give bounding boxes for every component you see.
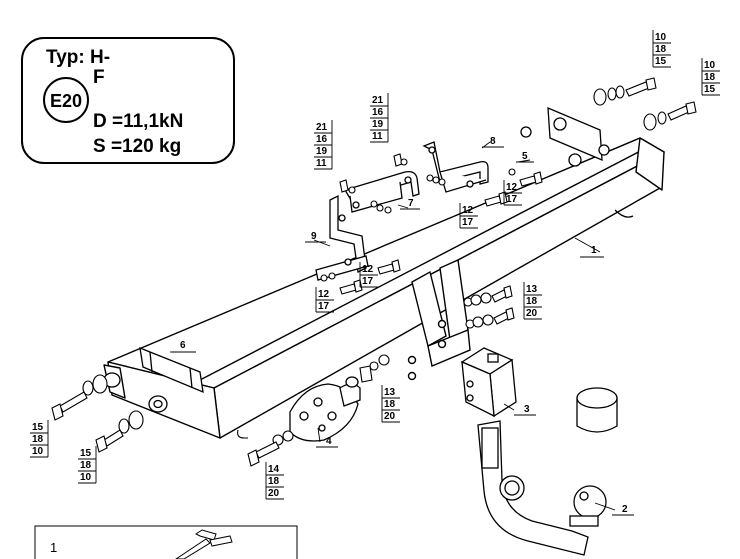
plate-type-text: Typ: H-	[46, 47, 110, 68]
fastener-stacks: 10 18 15 10 18 15 21 16 19 11	[30, 30, 720, 500]
stack-value: 18	[268, 476, 280, 487]
side-bracket-9	[315, 194, 369, 281]
stack-value: 15	[80, 448, 92, 459]
callout-7: 7	[408, 198, 414, 209]
stack-value: 18	[526, 296, 538, 307]
e-mark-text: E20	[50, 91, 82, 111]
inset-label: 1	[50, 540, 57, 555]
socket-plate-4	[289, 376, 361, 442]
stack-value: 13	[526, 284, 538, 295]
center-mount-plate	[407, 258, 471, 381]
stack-13-18-20-middle: 13 18 20	[381, 385, 400, 423]
fasteners	[51, 77, 697, 467]
stack-12-17-d: 12 17	[315, 287, 334, 313]
plate-type-redaction	[128, 50, 156, 64]
part-callouts: 1 2 3 4 5 6 7 8 9	[172, 136, 634, 516]
stack-value: 10	[80, 472, 92, 483]
stack-value: 18	[704, 72, 716, 83]
stack-value: 12	[318, 289, 330, 300]
stack-14-18-20: 14 18 20	[265, 462, 284, 500]
socket-block-3	[460, 347, 517, 418]
stack-value: 20	[384, 411, 396, 422]
stack-top-right-1: 10 18 15	[652, 30, 671, 68]
stack-top-right-2: 10 18 15	[701, 58, 720, 96]
stack-value: 18	[384, 399, 396, 410]
stack-value: 15	[704, 84, 716, 95]
stack-value: 18	[80, 460, 92, 471]
stack-value: 19	[316, 146, 328, 157]
type-plate: Typ: H- F E20 D =11,1kN S =120 kg	[21, 37, 235, 164]
ball-cap	[576, 387, 618, 433]
callout-6: 6	[180, 340, 186, 351]
stack-value: 16	[316, 134, 328, 145]
side-bracket-7	[344, 170, 420, 213]
stack-value: 14	[268, 464, 280, 475]
stack-value: 17	[318, 301, 330, 312]
stack-value: 19	[372, 119, 384, 130]
stack-value: 15	[655, 56, 667, 67]
stack-value: 20	[526, 308, 538, 319]
stack-12-17-b: 12 17	[459, 203, 478, 229]
stack-value: 10	[32, 446, 44, 457]
stack-value: 17	[506, 194, 518, 205]
stack-value: 10	[655, 32, 667, 43]
stack-value: 11	[372, 131, 383, 142]
callout-3: 3	[524, 404, 530, 415]
stack-value: 12	[362, 264, 374, 275]
stack-value: 12	[462, 205, 474, 216]
stack-value: 10	[704, 60, 716, 71]
stack-15-18-10-left-b: 15 18 10	[78, 446, 97, 484]
plate-s-value: S =120 kg	[93, 136, 181, 157]
stack-value: 15	[32, 422, 44, 433]
stack-value: 21	[316, 122, 328, 133]
stack-15-18-10-left-a: 15 18 10	[30, 420, 49, 458]
stack-value: 20	[268, 488, 280, 499]
side-bracket-8	[422, 141, 489, 193]
stack-value: 17	[462, 217, 474, 228]
stack-value: 13	[384, 387, 396, 398]
inset-detail-box: 1	[34, 525, 298, 559]
stack-12-17-a: 12 17	[503, 180, 522, 206]
callout-1: 1	[591, 245, 597, 256]
e-mark-circle	[43, 77, 89, 123]
plate-d-value: D =11,1kN	[93, 111, 183, 132]
callout-2: 2	[622, 504, 628, 515]
stack-value: 17	[362, 276, 374, 287]
stack-value: 21	[372, 95, 384, 106]
callout-5: 5	[522, 151, 528, 162]
callout-4: 4	[326, 436, 332, 447]
plate-code-redaction	[93, 90, 211, 105]
cross-bar	[103, 137, 665, 439]
callout-8: 8	[490, 136, 496, 147]
stack-12-17-c: 12 17	[359, 262, 378, 288]
plate-f-text: F	[93, 67, 105, 88]
callout-9: 9	[311, 231, 317, 242]
stack-value: 12	[506, 182, 518, 193]
right-bracket	[520, 106, 634, 218]
stack-value: 11	[316, 158, 327, 169]
tow-ball-neck-2	[477, 420, 607, 556]
stack-bracket-7-bolts: 21 16 19 11	[314, 120, 333, 170]
stack-value: 16	[372, 107, 384, 118]
stack-bracket-8-bolts: 21 16 19 11	[370, 93, 389, 143]
stack-13-18-20-right: 13 18 20	[523, 282, 542, 320]
stack-value: 18	[655, 44, 667, 55]
stack-value: 18	[32, 434, 44, 445]
left-bracket-6	[103, 346, 204, 413]
